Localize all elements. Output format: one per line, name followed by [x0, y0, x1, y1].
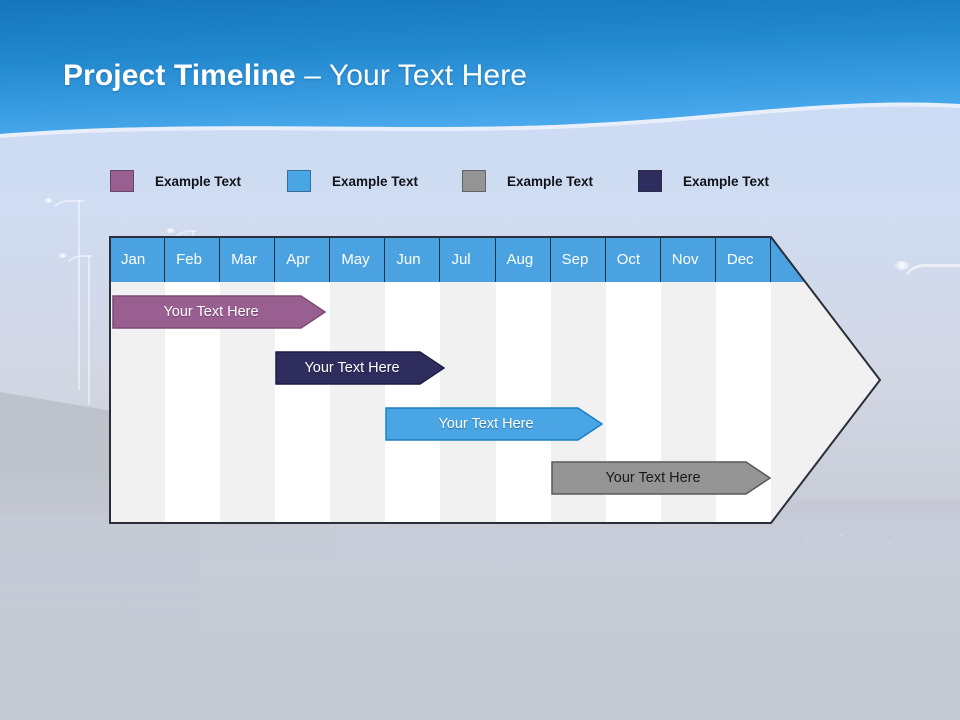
month-column-jan: Jan: [110, 236, 166, 524]
legend-item-4[interactable]: Example Text: [638, 168, 769, 194]
title-banner: Project Timeline – Your Text Here: [0, 0, 960, 150]
chevron-arrow-icon: [385, 407, 603, 441]
month-column-aug: Aug: [495, 236, 551, 524]
month-header-jan: Jan: [110, 237, 166, 282]
legend-item-1[interactable]: Example Text: [110, 168, 241, 194]
timeline-bar-label: Your Text Here: [304, 360, 400, 376]
title-banner-shape: [0, 0, 960, 138]
legend-label: Example Text: [683, 173, 770, 189]
timeline-bar-label: Your Text Here: [605, 470, 701, 486]
month-column-jul: Jul: [440, 236, 496, 524]
month-header-aug: Aug: [495, 237, 551, 282]
legend-swatch-icon: [287, 170, 311, 192]
page-title: Project Timeline – Your Text Here: [63, 59, 527, 93]
month-header-dec: Dec: [715, 237, 771, 282]
chevron-arrow-icon: [112, 295, 326, 329]
month-header-apr: Apr: [275, 237, 331, 282]
timeline-bar-label: Your Text Here: [163, 304, 259, 320]
page-title-rest: – Your Text Here: [295, 59, 528, 92]
chevron-arrow-icon: [551, 461, 771, 495]
month-header-mar: Mar: [220, 237, 276, 282]
timeline-bar-4[interactable]: Your Text Here: [551, 461, 771, 495]
month-header-jul: Jul: [440, 237, 496, 282]
legend-swatch-icon: [110, 170, 134, 192]
legend: Example Text Example Text Example Text E…: [110, 168, 810, 194]
timeline-bar-2[interactable]: Your Text Here: [275, 351, 445, 385]
timeline-bar-3[interactable]: Your Text Here: [385, 407, 603, 441]
month-header-feb: Feb: [165, 237, 221, 282]
timeline-bar-label: Your Text Here: [438, 416, 534, 432]
legend-item-3[interactable]: Example Text: [462, 168, 593, 194]
month-header-arrow-tip: [771, 237, 805, 282]
legend-swatch-icon: [638, 170, 662, 192]
legend-swatch-icon: [462, 170, 486, 192]
timeline-chart: Jan Feb Mar Apr May Jun Jul Aug Sep Oct …: [109, 236, 881, 524]
chevron-arrow-icon: [275, 351, 445, 385]
month-header-oct: Oct: [605, 237, 661, 282]
legend-item-2[interactable]: Example Text: [287, 168, 418, 194]
legend-label: Example Text: [155, 173, 242, 189]
month-header-jun: Jun: [385, 237, 441, 282]
page-title-bold: Project Timeline: [63, 59, 296, 92]
month-column-feb: Feb: [165, 236, 221, 524]
month-header-sep: Sep: [550, 237, 606, 282]
legend-label: Example Text: [507, 173, 594, 189]
timeline-bar-1[interactable]: Your Text Here: [112, 295, 326, 329]
month-header-nov: Nov: [660, 237, 716, 282]
month-column-mar: Mar: [220, 236, 276, 524]
month-header-may: May: [330, 237, 386, 282]
legend-label: Example Text: [332, 173, 419, 189]
